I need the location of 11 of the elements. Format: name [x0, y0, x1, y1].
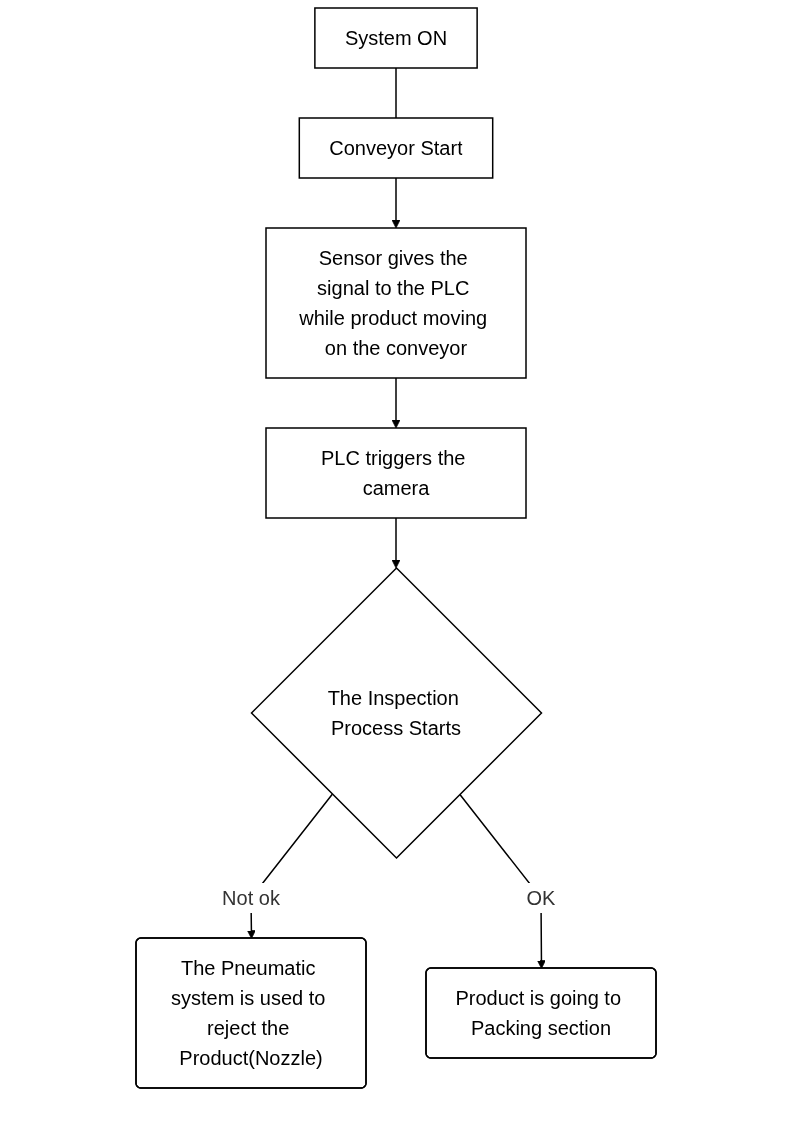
- arrow: [391, 517, 401, 569]
- node-box: System ON: [314, 7, 478, 69]
- edge-label: Not ok: [222, 887, 280, 909]
- node-box: Sensor gives the signal to the PLC while product moving on the conveyor: [265, 227, 527, 379]
- edge-label: OK: [526, 887, 556, 909]
- node-diamond: The Inspection Process Starts: [250, 566, 543, 860]
- arrow: [391, 377, 401, 429]
- connector: [395, 67, 397, 119]
- node-box: Conveyor Start: [298, 117, 494, 179]
- node-box: PLC triggers the camera: [265, 427, 527, 519]
- arrow: [391, 177, 401, 229]
